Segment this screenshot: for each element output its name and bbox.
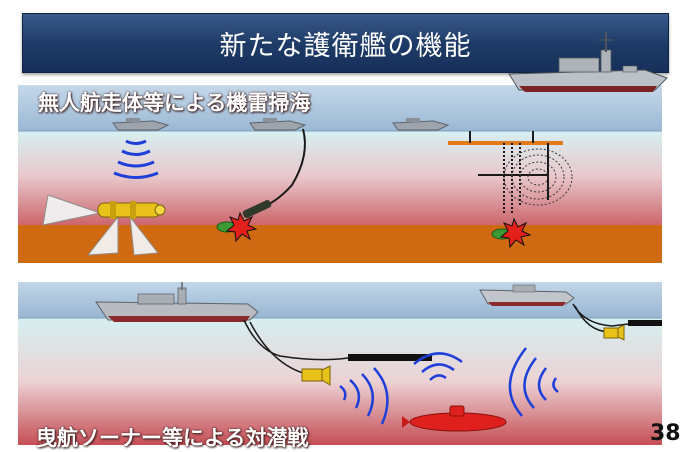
towed-array-2 <box>628 320 662 326</box>
mine-2 <box>491 217 532 249</box>
mine-1 <box>216 211 258 243</box>
usv-1 <box>112 118 170 131</box>
escort-ship-main <box>95 282 259 322</box>
tow-cable-main <box>243 319 349 361</box>
seabed <box>18 225 662 263</box>
usv-2 <box>249 118 307 131</box>
sonar-waves-usv1 <box>113 139 159 179</box>
uuv-sonar-beam <box>42 194 159 256</box>
mine-disposal-vehicle <box>242 200 272 218</box>
escort-ship-2 <box>479 284 575 306</box>
submarine <box>402 405 507 432</box>
magnetic-field-rings <box>503 148 573 206</box>
towed-array-1 <box>348 354 432 361</box>
frigate-illustration <box>505 30 670 102</box>
title-banner: 新たな護衛艦の機能 <box>22 13 669 73</box>
usv-3 <box>392 118 450 131</box>
mine-sweeping-illustration <box>18 85 662 263</box>
uuv <box>97 201 166 219</box>
variable-depth-sonar-2 <box>603 324 625 341</box>
anti-submarine-illustration <box>18 282 662 445</box>
mine-sweeping-caption: 無人航走体等による機雷掃海 <box>38 91 311 115</box>
sonar-waves-right <box>508 347 559 417</box>
page-number: 38 <box>650 421 680 446</box>
sonar-waves-center <box>413 352 463 381</box>
page-title: 新たな護衛艦の機能 <box>219 30 472 62</box>
sonar-waves-left <box>339 367 389 425</box>
anti-submarine-caption: 曳航ソーナー等による対潜戦 <box>36 426 309 450</box>
variable-depth-sonar-1 <box>301 365 331 386</box>
